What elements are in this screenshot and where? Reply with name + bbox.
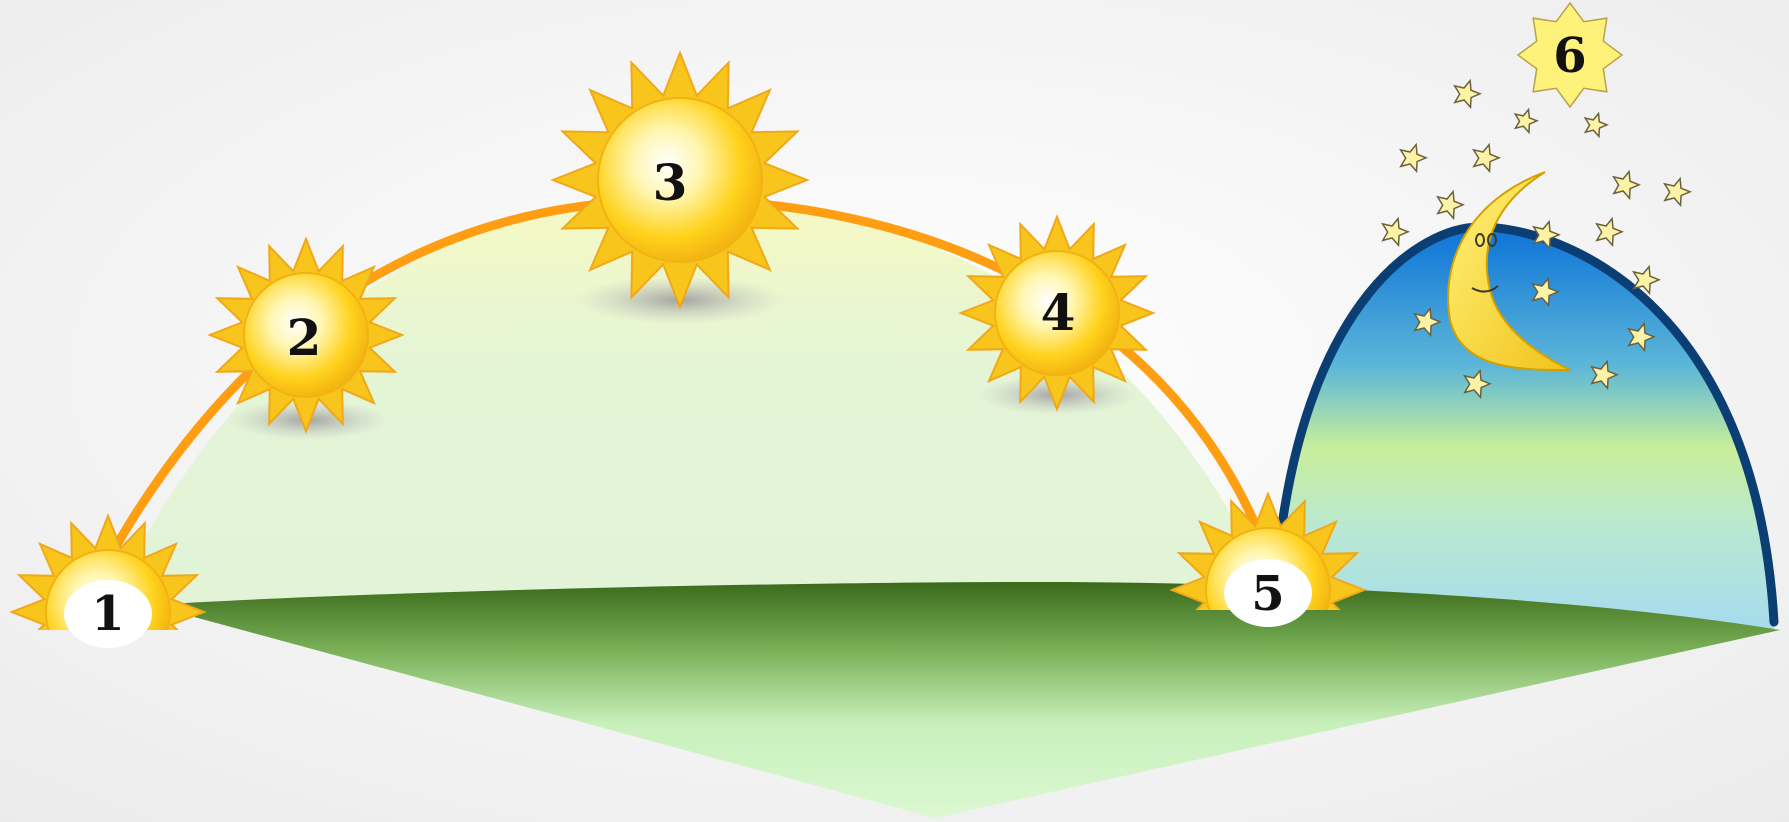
star-icon bbox=[1436, 189, 1465, 221]
stage-1-label-disc bbox=[64, 580, 152, 648]
sun-core bbox=[994, 250, 1120, 376]
star-icon bbox=[1612, 169, 1641, 201]
star-icon bbox=[1632, 264, 1661, 296]
stage-5-label-disc bbox=[1224, 559, 1312, 627]
sun-core bbox=[597, 97, 763, 263]
sun-core bbox=[243, 272, 369, 398]
star-icon bbox=[1595, 216, 1624, 248]
stage-label-1: 1 bbox=[91, 586, 124, 642]
star-icon bbox=[1381, 216, 1410, 248]
star-icon bbox=[1513, 107, 1539, 135]
night-stars bbox=[1381, 78, 1692, 400]
stage-label-3: 3 bbox=[653, 153, 688, 212]
star-icon bbox=[1627, 321, 1656, 353]
star-icon bbox=[1413, 306, 1442, 338]
stage-label-2: 2 bbox=[287, 308, 322, 367]
stage-label-4: 4 bbox=[1041, 283, 1076, 342]
moon-icon bbox=[1447, 171, 1571, 371]
sun-icon-stage-2 bbox=[207, 236, 405, 434]
ground-field bbox=[150, 582, 1780, 818]
sun-icon-stage-4 bbox=[958, 214, 1156, 412]
star-icon bbox=[1472, 142, 1501, 174]
sun-icon-stage-3 bbox=[550, 50, 810, 310]
star-icon bbox=[1531, 276, 1560, 308]
night-sky-arch bbox=[1280, 225, 1774, 630]
night-star-badge bbox=[1516, 1, 1624, 109]
star-icon bbox=[1590, 359, 1619, 391]
star-icon bbox=[1532, 219, 1561, 251]
star-icon bbox=[1453, 78, 1482, 110]
star-icon bbox=[1583, 111, 1609, 139]
star-icon bbox=[1399, 142, 1428, 174]
stage-label-6: 6 bbox=[1553, 28, 1586, 84]
star-icon bbox=[1463, 368, 1492, 400]
stage-label-5: 5 bbox=[1251, 566, 1284, 622]
star-icon bbox=[1663, 176, 1692, 208]
day-sky-dome bbox=[108, 200, 1268, 605]
